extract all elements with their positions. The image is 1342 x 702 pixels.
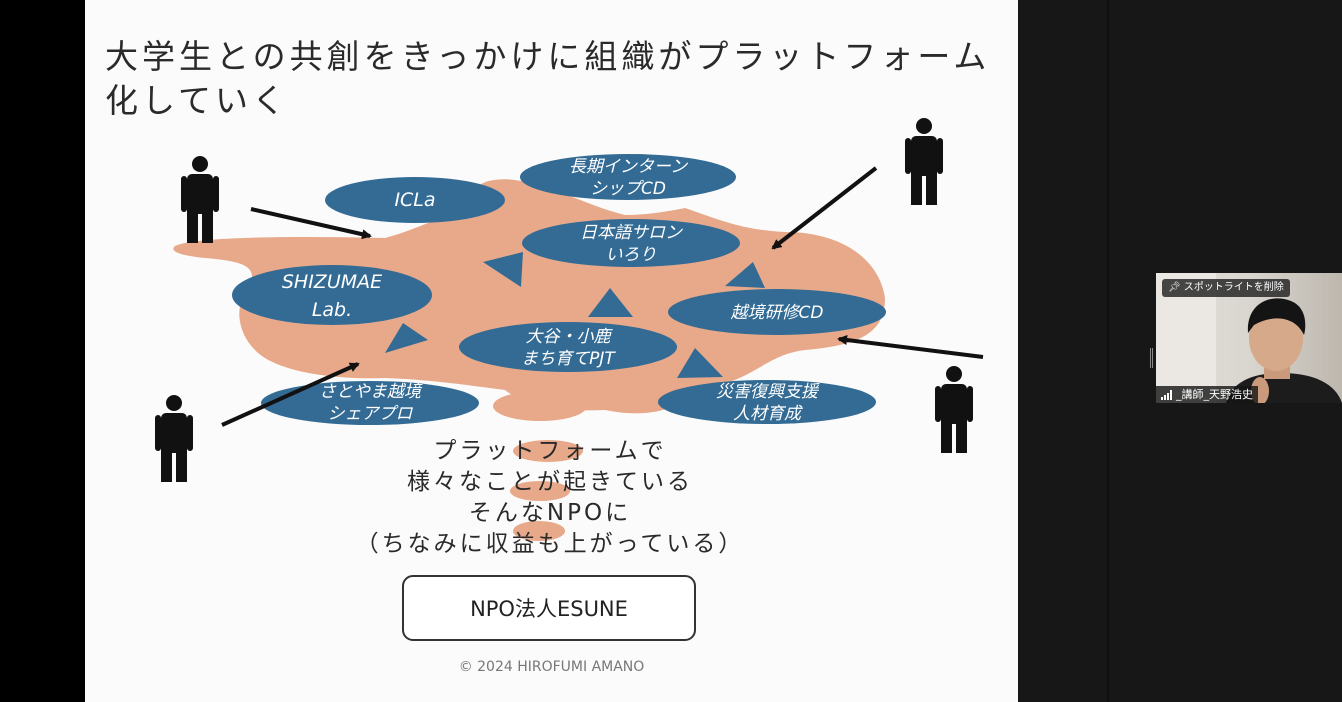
person-icon [935,366,973,453]
pin-icon: 📌︎ [1168,282,1181,293]
caption-line-3: そんなNPOに [468,500,632,526]
left-black-bar [0,0,85,702]
bubble-shizumae: SHIZUMAE Lab. [232,265,432,325]
presentation-slide: 大学生との共創をきっかけに組織がプラットフォーム 化していく ICLa 長期イン… [85,0,1018,702]
participant-name-badge: _講師_天野浩史 [1156,386,1258,403]
slide-caption: プラットフォームで 様々なことが起きている そんなNPOに （ちなみに収益も上が… [315,436,785,560]
participant-video-tile[interactable]: 📌︎ スポットライトを削除 _講師_天野浩史 [1156,273,1342,403]
bubble-machi-label-2: まち育てPJT [521,349,616,369]
person-icon [155,395,193,482]
bubble-salon: 日本語サロン いろり [522,219,740,267]
bubble-satoyama: さとやま越境 シェアプロ [261,381,479,425]
bubble-salon-label-2: いろり [606,245,657,265]
slide-title-line-2: 化していく [105,81,290,120]
bubble-salon-label-1: 日本語サロン [580,223,683,243]
resize-handle[interactable] [1150,348,1153,368]
bubble-saigai-label-2: 人材育成 [733,404,804,424]
bubble-saigai-label-1: 災害復興支援 [716,382,820,402]
remove-spotlight-button[interactable]: 📌︎ スポットライトを削除 [1162,279,1290,297]
bubble-icla-label: ICLa [394,189,435,211]
caption-line-1: プラットフォームで [433,438,667,464]
bubble-machi: 大谷・小鹿 まち育てPJT [459,322,677,372]
arrow-top-right [771,166,878,250]
platform-diagram: ICLa 長期インターン シップCD 日本語サロン いろり SHIZUMAE L… [155,118,984,541]
bubble-machi-label-1: 大谷・小鹿 [526,327,614,347]
bubble-shizumae-label-2: Lab. [312,299,352,321]
bubble-internship: 長期インターン シップCD [520,154,736,200]
panel-divider [1107,0,1109,702]
person-icon [181,156,219,243]
bubble-ekkyo: 越境研修CD [668,289,886,335]
caption-line-2: 様々なことが起きている [407,469,693,495]
direction-triangles [385,252,765,378]
arrow-bottom-left [221,362,360,427]
signal-icon [1161,389,1172,400]
triangle-5 [677,348,723,378]
bubble-icla: ICLa [325,177,505,223]
spotlight-label: スポットライトを削除 [1183,282,1284,293]
arrow-bottom-right [837,335,984,359]
triangle-2 [588,288,633,317]
arrow-top-left [250,207,372,240]
bubble-internship-label-2: シップCD [590,179,666,199]
triangle-3 [725,262,765,288]
caption-line-4: （ちなみに収益も上がっている） [355,531,745,557]
participant-name: _講師_天野浩史 [1176,388,1253,401]
bubble-saigai: 災害復興支援 人材育成 [658,380,876,424]
bubble-ekkyo-label: 越境研修CD [731,303,824,323]
bubble-satoyama-label-2: シェアプロ [328,404,414,424]
bubble-satoyama-label-1: さとやま越境 [319,382,423,402]
triangle-4 [385,323,428,353]
person-icon [905,118,943,205]
triangle-1 [483,252,523,287]
bubble-shizumae-label-1: SHIZUMAE [282,271,382,293]
influence-arrows [221,166,984,427]
copyright-text: © 2024 HIROFUMI AMANO [458,659,645,675]
org-name-box: NPO法人ESUNE [402,575,696,641]
bubble-internship-label-1: 長期インターン [569,157,688,177]
slide-title-line-1: 大学生との共創をきっかけに組織がプラットフォーム [105,37,991,76]
